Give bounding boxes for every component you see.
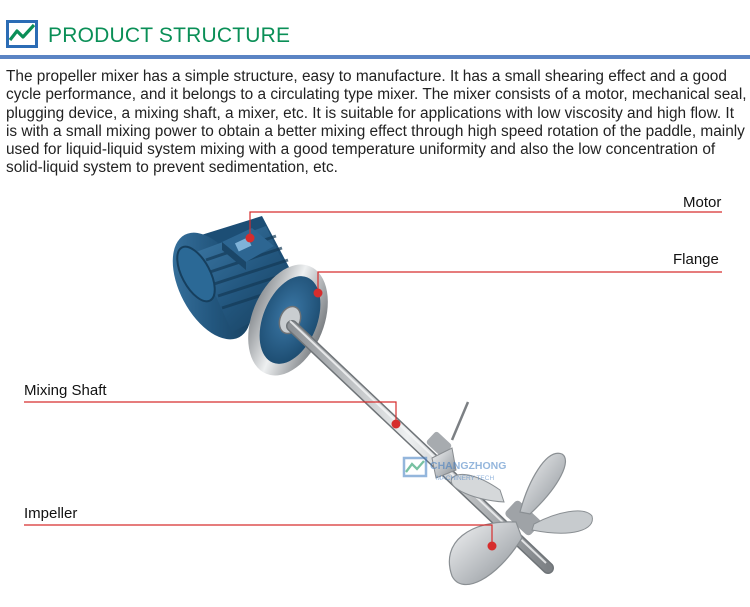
watermark-sub: MACHINERY TECH <box>436 475 494 482</box>
impeller-callout-line <box>24 524 493 546</box>
motor-label: Motor <box>683 194 722 211</box>
watermark: CHANGZHONG MACHINERY TECH <box>402 456 506 482</box>
watermark-brand: CHANGZHONG <box>430 460 506 472</box>
impeller-label: Impeller <box>24 505 78 522</box>
callout-lines <box>24 211 722 546</box>
mixer-illustration: CHANGZHONG MACHINERY TECH <box>24 211 722 586</box>
mixing-shaft-label: Mixing Shaft <box>24 382 107 399</box>
flange-callout-line <box>317 271 722 293</box>
callout-dots <box>245 233 497 551</box>
motor-callout-dot <box>245 233 255 243</box>
shaft-callout-dot <box>391 419 401 429</box>
flange-label: Flange <box>673 251 719 268</box>
brand-logo-icon <box>6 20 38 48</box>
impeller-part <box>448 452 593 586</box>
header-divider <box>0 55 750 59</box>
page-title: PRODUCT STRUCTURE <box>48 24 291 47</box>
mixer-diagram: CHANGZHONG MACHINERY TECH Motor Flange M… <box>0 190 750 602</box>
intro-paragraph: The propeller mixer has a simple structu… <box>6 68 747 177</box>
flange-callout-dot <box>313 288 323 298</box>
impeller-callout-dot <box>487 541 497 551</box>
motor-callout-line <box>249 211 722 238</box>
shaft-callout-line <box>24 401 397 424</box>
section-header: PRODUCT STRUCTURE <box>0 0 750 60</box>
